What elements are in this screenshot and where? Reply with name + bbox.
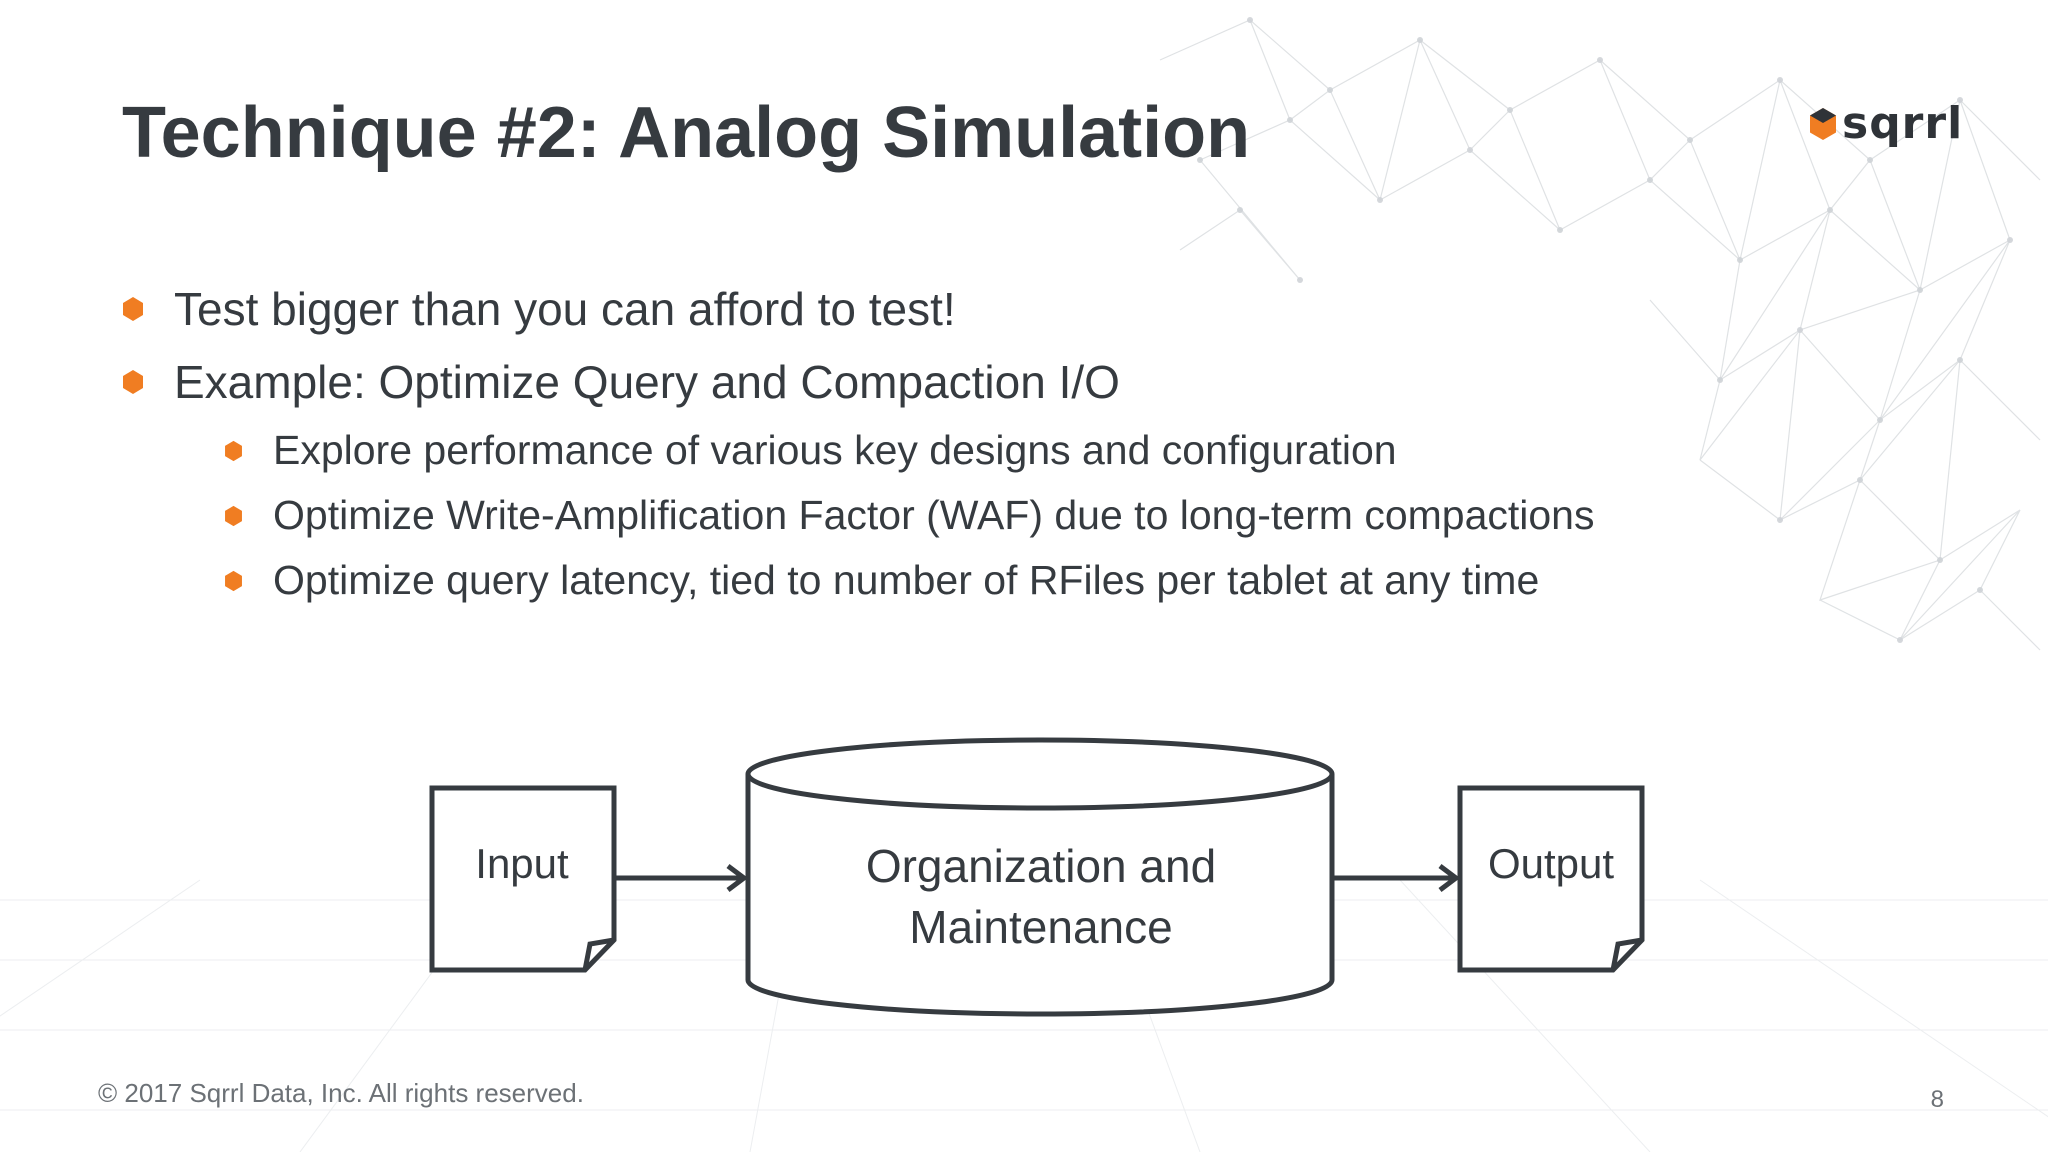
bullet-text: Example: Optimize Query and Compaction I… <box>174 356 1120 408</box>
arrowhead-output <box>1438 864 1461 892</box>
storage-cylinder-body <box>745 774 1335 1017</box>
process-label: Organization and Maintenance <box>865 840 1217 953</box>
sub-bullet-item: Optimize query latency, tied to number o… <box>224 557 1539 604</box>
copyright-footer: © 2017 Sqrrl Data, Inc. All rights reser… <box>98 1078 584 1108</box>
orange-hexagon-icon <box>225 570 242 591</box>
logo-text: sqrrl <box>1842 98 1964 149</box>
bullet-text: Explore performance of various key desig… <box>273 427 1397 473</box>
sqrrl-logo: sqrrl <box>1808 102 1963 146</box>
input-label: Input <box>475 840 569 887</box>
sub-bullet-item: Optimize Write-Amplification Factor (WAF… <box>224 492 1595 539</box>
output-document-fold <box>1610 937 1643 971</box>
orange-hexagon-icon <box>225 505 242 526</box>
bullet-text: Optimize Write-Amplification Factor (WAF… <box>273 492 1595 538</box>
sub-bullet-item: Explore performance of various key desig… <box>224 427 1397 474</box>
orange-hexagon-icon <box>123 370 143 394</box>
output-document-shape <box>1457 785 1645 973</box>
input-document-fold <box>582 937 615 971</box>
input-document-shape <box>429 785 617 973</box>
orange-hexagon-icon <box>225 440 242 461</box>
hexagon-logo-icon <box>1810 108 1836 140</box>
arrowhead-input <box>726 864 749 892</box>
bullet-item: Example: Optimize Query and Compaction I… <box>122 355 1120 409</box>
bullet-item: Test bigger than you can afford to test! <box>122 282 956 336</box>
bullet-text: Test bigger than you can afford to test! <box>174 283 956 335</box>
page-number: 8 <box>1930 1086 1944 1113</box>
orange-hexagon-icon <box>123 297 143 321</box>
storage-cylinder-top <box>745 737 1335 811</box>
output-label: Output <box>1487 840 1615 887</box>
bullet-text: Optimize query latency, tied to number o… <box>273 557 1540 603</box>
slide-title: Technique #2: Analog Simulation <box>122 93 1251 173</box>
